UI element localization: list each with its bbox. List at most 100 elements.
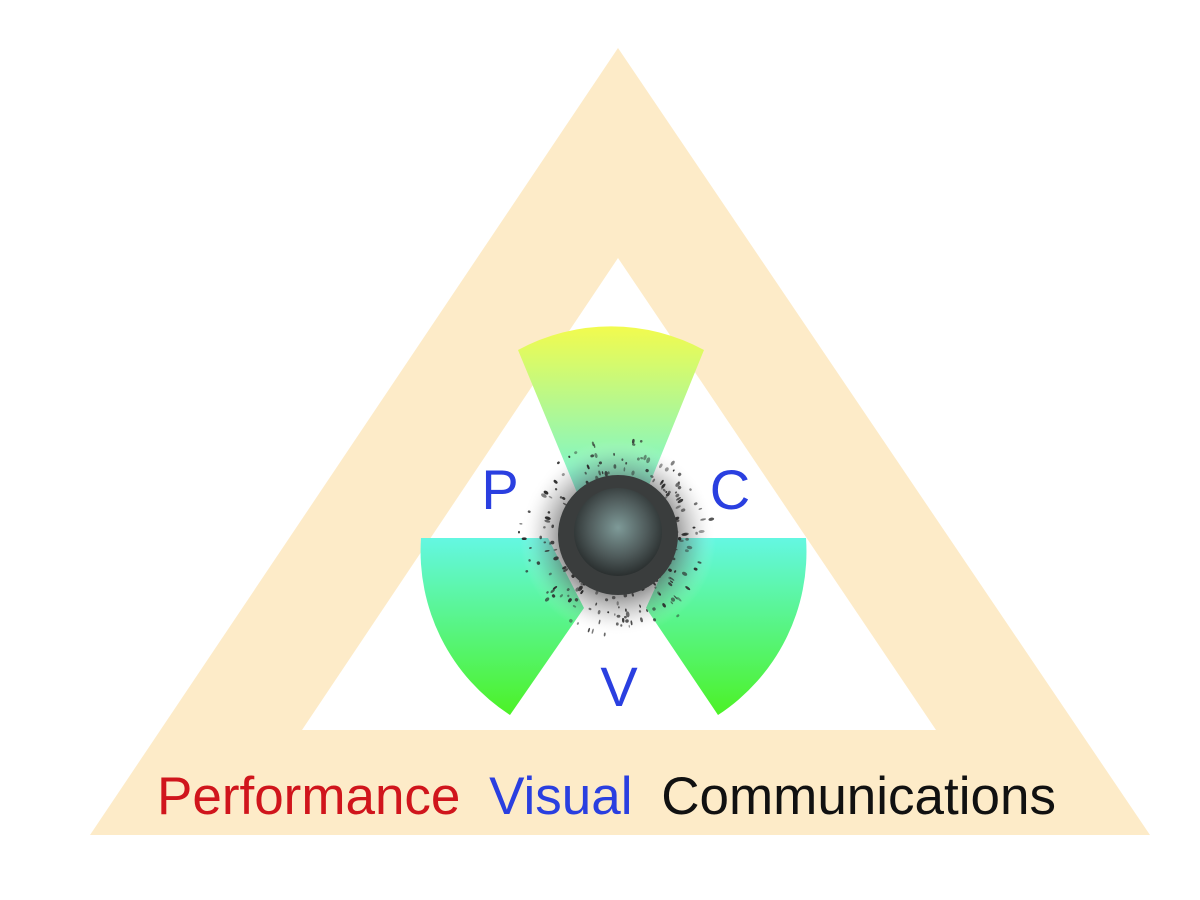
core-speckle	[677, 472, 682, 477]
core-speckle	[698, 507, 703, 510]
core-speckle	[645, 468, 649, 473]
core-speckle	[574, 598, 579, 602]
core-speckle	[613, 464, 617, 469]
core-speckle	[578, 585, 583, 592]
core-speckle	[675, 482, 680, 487]
core-speckle	[566, 588, 570, 592]
letter-v: V	[600, 655, 638, 718]
core-speckle	[628, 624, 631, 628]
core-speckle	[670, 460, 675, 466]
core-speckle	[640, 617, 643, 623]
core-speckle	[593, 443, 596, 448]
tagline-word-visual: Visual	[489, 767, 632, 826]
core-speckle	[546, 591, 549, 594]
core-speckle	[536, 561, 541, 565]
core-speckle	[693, 567, 698, 571]
core-speckle	[543, 526, 546, 529]
core-speckle	[659, 463, 663, 469]
core-speckle	[580, 590, 584, 595]
core-speckle	[624, 615, 627, 619]
core-speckle	[693, 502, 698, 506]
core-speckle	[539, 535, 542, 540]
core-speckle	[670, 597, 676, 602]
core-speckle	[695, 531, 698, 535]
core-speckle	[677, 485, 682, 490]
core-speckle	[668, 582, 673, 587]
core-speckle	[562, 566, 567, 570]
core-speckle	[646, 457, 651, 464]
core-speckle	[584, 471, 587, 475]
core-speckle	[598, 619, 601, 625]
core-speckle	[639, 604, 641, 608]
core-speckle	[652, 607, 656, 611]
letter-c: C	[710, 458, 750, 521]
core-speckle	[562, 496, 566, 500]
core-speckle	[685, 537, 689, 541]
core-speckle	[519, 522, 523, 525]
core-speckle	[669, 577, 675, 581]
core-speckle	[675, 493, 680, 498]
core-speckle	[677, 597, 682, 602]
core-speckle	[543, 490, 549, 495]
core-speckle	[544, 519, 551, 523]
core-speckle	[681, 533, 688, 536]
core-speckle	[586, 464, 590, 470]
core-speckle	[662, 603, 666, 608]
core-speckle	[598, 470, 601, 476]
core-speckle	[665, 492, 670, 497]
core-speckle	[624, 608, 627, 612]
core-speckle	[544, 597, 550, 602]
core-speckle	[575, 587, 580, 592]
core-speckle	[652, 618, 657, 622]
core-speckle	[568, 598, 572, 603]
core-speckle	[594, 452, 598, 459]
core-speckle	[670, 601, 674, 605]
core-speckle	[692, 526, 696, 529]
core-speckle	[561, 473, 565, 477]
core-speckle	[590, 454, 595, 458]
core-speckle	[550, 589, 555, 593]
core-speckle	[563, 568, 569, 572]
core-speckle	[576, 622, 579, 625]
core-speckle	[527, 510, 531, 513]
core-speckle	[698, 529, 705, 534]
core-speckle	[669, 580, 674, 584]
core-speckle	[607, 611, 610, 614]
core-speckle	[547, 511, 551, 514]
core-speckle	[529, 547, 532, 549]
core-speckle	[548, 572, 552, 576]
core-speckle	[572, 605, 577, 608]
core-speckle	[559, 496, 563, 499]
core-speckle	[640, 457, 644, 460]
core-speckle	[562, 502, 568, 506]
core-speckle	[517, 530, 521, 534]
core-speckle	[620, 624, 623, 627]
core-speckle	[636, 457, 640, 461]
tagline-word-communications: Communications	[661, 767, 1056, 826]
core-speckle	[686, 545, 693, 550]
core-speckle	[625, 462, 628, 465]
core-speckle	[664, 467, 669, 472]
core-speckle	[668, 568, 672, 572]
core-speckle	[684, 549, 689, 553]
core-speckle	[597, 610, 601, 615]
core-speckle	[597, 464, 600, 467]
core-speckle	[618, 606, 620, 609]
triangle-frame	[90, 48, 1150, 835]
core-speckle	[553, 479, 558, 484]
core-speckle	[652, 478, 656, 483]
core-speckle	[631, 592, 634, 597]
core-speckle	[588, 607, 592, 611]
core-speckle	[591, 628, 594, 634]
core-speckle	[587, 627, 591, 633]
core-speckle	[676, 614, 680, 618]
core-speckle	[673, 570, 677, 573]
core-speckle	[697, 561, 702, 564]
core-speckle	[631, 470, 635, 476]
core-speckle	[553, 548, 558, 551]
core-speckle	[603, 632, 606, 637]
core-speckle	[676, 497, 681, 501]
core-speckle	[548, 495, 553, 499]
core-speckle	[528, 559, 531, 562]
